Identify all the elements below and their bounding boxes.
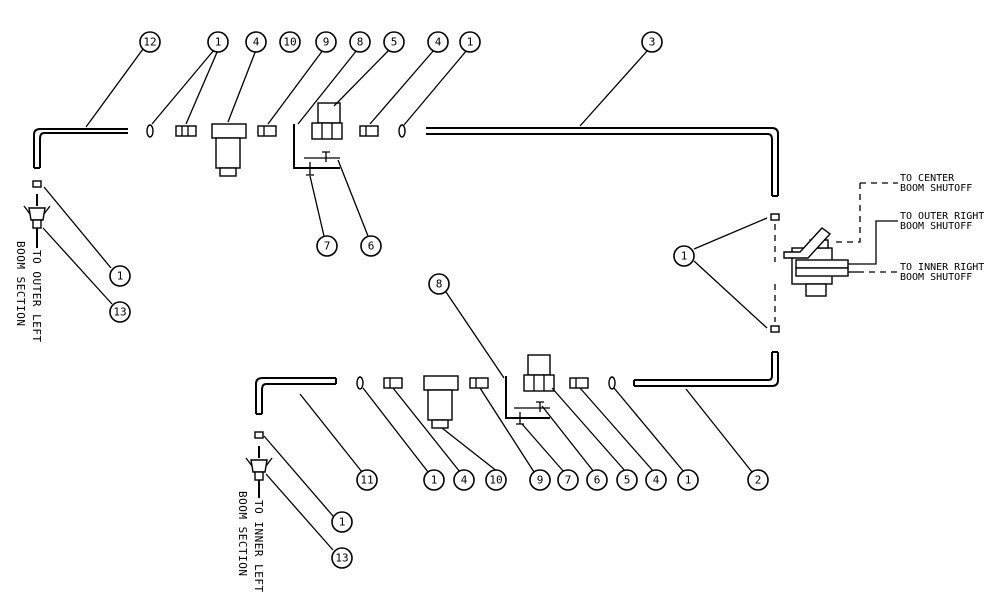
svg-text:3: 3: [649, 36, 656, 49]
item-balloon: 10: [485, 469, 507, 491]
item-balloon: 4: [453, 469, 475, 491]
item-balloon: 5: [383, 31, 405, 53]
svg-text:11: 11: [360, 474, 373, 487]
hose-barb-fitting: [257, 125, 277, 137]
hose-2: [634, 352, 773, 381]
item-balloon: 2: [747, 469, 769, 491]
svg-text:4: 4: [435, 36, 442, 49]
boom-nozzle: [245, 446, 273, 498]
item-balloon: 5: [616, 469, 638, 491]
note-inner-left-line2: BOOM SECTION: [236, 491, 249, 576]
svg-text:4: 4: [653, 474, 660, 487]
svg-text:4: 4: [461, 474, 468, 487]
hose-3: [426, 127, 779, 196]
hose-clamp: [356, 376, 364, 390]
hose-barb-fitting: [383, 377, 403, 389]
shutoff-valve: [523, 354, 555, 392]
svg-text:10: 10: [489, 474, 502, 487]
note-outer-right-line1: TO OUTER RIGHT: [900, 211, 984, 222]
note-outer-left-line2: BOOM SECTION: [14, 241, 27, 326]
item-balloon: 7: [316, 235, 338, 257]
item-balloon: 9: [529, 469, 551, 491]
item-balloon: 13: [109, 301, 131, 323]
svg-text:5: 5: [391, 36, 398, 49]
note-inner-left-line1: TO INNER LEFT: [252, 500, 265, 592]
boom-nozzle: [23, 194, 51, 248]
note-inner-right-line1: TO INNER RIGHT: [900, 262, 984, 273]
svg-text:7: 7: [565, 474, 572, 487]
hose-clamp: [608, 376, 616, 390]
svg-text:1: 1: [467, 36, 474, 49]
svg-text:1: 1: [117, 270, 124, 283]
boom-manifold: [783, 227, 858, 297]
hose-clamp: [398, 124, 406, 138]
item-balloon: 1: [677, 469, 699, 491]
item-balloon: 8: [349, 31, 371, 53]
hose-clamp: [254, 431, 264, 439]
svg-text:5: 5: [624, 474, 631, 487]
mounting-bracket: [505, 376, 550, 419]
svg-text:1: 1: [685, 474, 692, 487]
svg-text:10: 10: [283, 36, 296, 49]
note-inner-right-line2: BOOM SHUTOFF: [900, 272, 972, 283]
hose-barb-fitting: [175, 125, 197, 137]
item-balloon: 1: [207, 31, 229, 53]
svg-text:6: 6: [594, 474, 601, 487]
hose-clamp: [146, 124, 154, 138]
mounting-bracket: [293, 124, 340, 169]
item-balloon: 7: [557, 469, 579, 491]
svg-text:1: 1: [431, 474, 438, 487]
item-balloon: 6: [360, 235, 382, 257]
svg-text:1: 1: [215, 36, 222, 49]
item-balloon: 11: [356, 469, 378, 491]
hose-clamp: [770, 213, 780, 221]
item-balloon: 1: [331, 511, 353, 533]
hose-barb-fitting: [359, 125, 379, 137]
hose-12: [33, 128, 128, 168]
hose-barb-fitting: [569, 377, 589, 389]
item-balloon: 10: [279, 31, 301, 53]
item-balloon: 4: [245, 31, 267, 53]
svg-text:1: 1: [681, 250, 688, 263]
svg-text:12: 12: [143, 36, 156, 49]
svg-text:6: 6: [368, 240, 375, 253]
item-balloon: 1: [673, 245, 695, 267]
line-strainer: [211, 123, 247, 177]
note-outer-left-line1: TO OUTER LEFT: [30, 250, 43, 343]
item-balloon: 1: [109, 265, 131, 287]
svg-text:1: 1: [339, 516, 346, 529]
item-balloon: 12: [139, 31, 161, 53]
shutoff-valve: [311, 102, 343, 140]
note-center-line1: TO CENTER: [900, 173, 955, 184]
svg-text:4: 4: [253, 36, 260, 49]
item-balloon: 4: [645, 469, 667, 491]
svg-text:2: 2: [755, 474, 762, 487]
svg-text:7: 7: [324, 240, 331, 253]
hose-clamp: [770, 325, 780, 333]
item-balloon: 1: [423, 469, 445, 491]
svg-text:13: 13: [113, 306, 126, 319]
svg-text:13: 13: [335, 552, 348, 565]
item-balloon: 13: [331, 547, 353, 569]
note-outer-right-line2: BOOM SHUTOFF: [900, 221, 972, 232]
item-balloon: 9: [315, 31, 337, 53]
item-balloon: 3: [641, 31, 663, 53]
hose-11: [255, 377, 336, 414]
leader-lines: [42, 48, 768, 551]
item-balloon: 8: [428, 273, 450, 295]
hose-clamp: [32, 180, 42, 188]
line-strainer: [423, 375, 459, 429]
item-balloon: 1: [459, 31, 481, 53]
note-center-line2: BOOM SHUTOFF: [900, 183, 972, 194]
svg-text:9: 9: [323, 36, 330, 49]
svg-text:8: 8: [436, 278, 443, 291]
item-balloon: 6: [586, 469, 608, 491]
hose-barb-fitting: [469, 377, 489, 389]
item-balloon: 4: [427, 31, 449, 53]
svg-text:8: 8: [357, 36, 364, 49]
svg-text:9: 9: [537, 474, 544, 487]
